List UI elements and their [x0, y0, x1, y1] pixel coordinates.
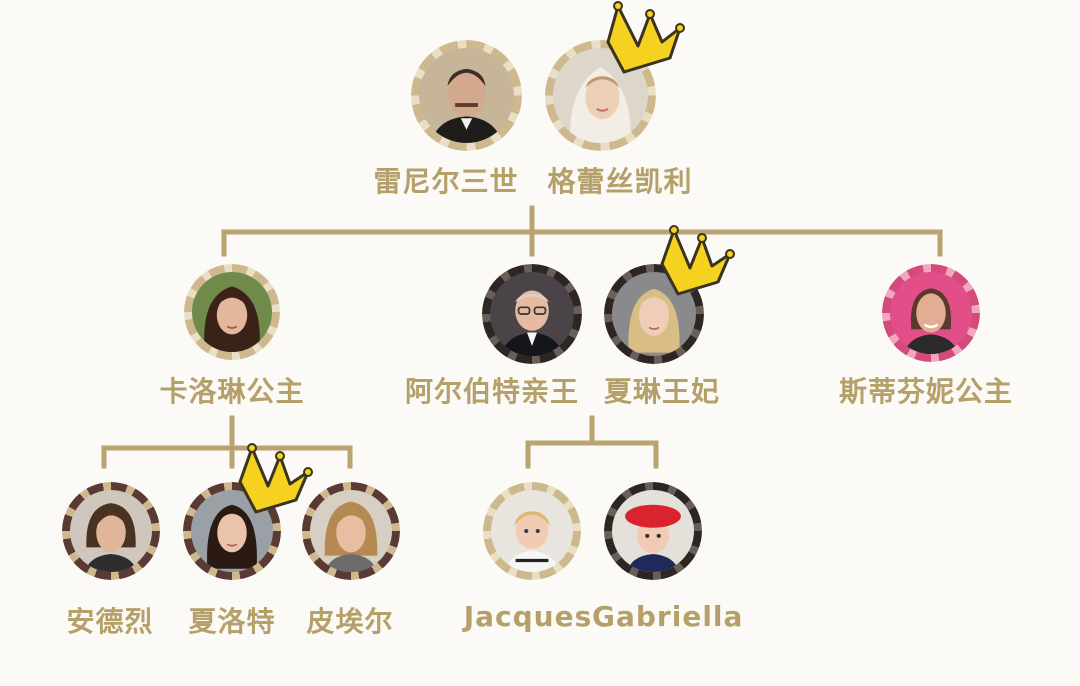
name-jacques: Jacques: [458, 600, 598, 633]
name-charlotte: 夏洛特: [172, 600, 292, 640]
name-andrea: 安德烈: [50, 600, 170, 640]
portrait-boy-icon: [491, 490, 573, 572]
avatar-albert: [482, 264, 582, 364]
avatar-stephanie: [882, 264, 980, 362]
name-stephanie: 斯蒂芬妮公主: [826, 370, 1026, 410]
portrait-woman-pink-icon: [890, 272, 972, 354]
portrait-girl-red-beret-icon: [612, 490, 694, 572]
name-caroline: 卡洛琳公主: [142, 370, 322, 410]
portrait-woman-dark-hair-icon: [192, 272, 272, 352]
avatar-pierre: [302, 482, 400, 580]
avatar-caroline: [184, 264, 280, 360]
name-grace: 格蕾丝凯利: [540, 160, 700, 200]
name-pierre: 皮埃尔: [290, 600, 410, 640]
name-rainier: 雷尼尔三世: [366, 160, 526, 200]
crown-icon: [656, 224, 738, 300]
portrait-man-vintage-icon: [419, 48, 514, 143]
name-gabriella: Gabriella: [592, 600, 742, 633]
portrait-young-man-blond-icon: [310, 490, 392, 572]
avatar-rainier: [411, 40, 522, 151]
avatar-jacques: [483, 482, 581, 580]
crown-icon: [598, 0, 690, 78]
name-albert: 阿尔伯特亲王: [392, 370, 592, 410]
avatar-andrea: [62, 482, 160, 580]
crown-icon: [234, 442, 316, 518]
avatar-gabriella: [604, 482, 702, 580]
name-charlene: 夏琳王妃: [592, 370, 732, 410]
portrait-man-glasses-icon: [490, 272, 574, 356]
portrait-young-man-icon: [70, 490, 152, 572]
